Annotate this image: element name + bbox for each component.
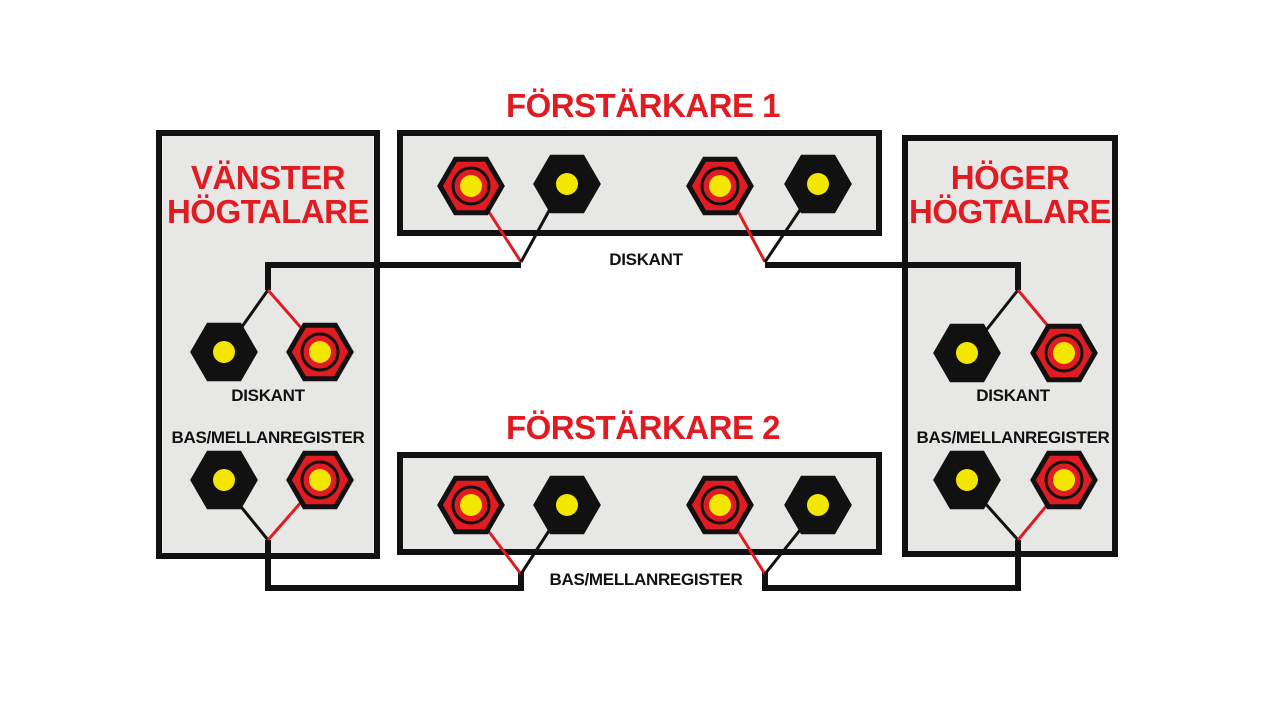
amp2-right-positive-terminal	[686, 475, 754, 535]
amp2-right-negative-terminal	[784, 475, 852, 535]
amp2-left-negative-terminal-center	[556, 494, 578, 516]
left-speaker-title-line2: HÖGTALARE	[167, 193, 369, 230]
left-woofer-label: BAS/MELLANREGISTER	[172, 428, 365, 447]
amp2-right-positive-terminal-center	[709, 494, 731, 516]
right-woofer-positive-terminal-center	[1053, 469, 1075, 491]
left-tweeter-label: DISKANT	[231, 386, 305, 405]
amp1-left-positive-terminal-center	[460, 175, 482, 197]
left-woofer-wire	[265, 540, 524, 591]
right-tweeter-wire	[765, 262, 1021, 290]
left-tweeter-wire	[265, 262, 521, 290]
amp1-right-positive-terminal	[686, 156, 754, 216]
left-woofer-negative-terminal	[190, 450, 258, 510]
right-tweeter-positive-terminal-center	[1053, 342, 1075, 364]
amp2-right-negative-terminal-center	[807, 494, 829, 516]
amp1-right-positive-terminal-center	[709, 175, 731, 197]
amplifier-1-channel-label: DISKANT	[609, 250, 683, 269]
right-woofer-positive-terminal	[1030, 450, 1098, 510]
amp1-right-negative-terminal	[784, 154, 852, 214]
amplifier-1-title: FÖRSTÄRKARE 1	[506, 87, 780, 124]
terminals	[190, 154, 1098, 535]
right-woofer-label: BAS/MELLANREGISTER	[917, 428, 1110, 447]
amplifier-2-title: FÖRSTÄRKARE 2	[506, 409, 780, 446]
left-tweeter-negative-terminal-center	[213, 341, 235, 363]
amp1-left-positive-terminal	[437, 156, 505, 216]
left-speaker-title-line1: VÄNSTER	[191, 159, 346, 196]
right-woofer-wire	[762, 540, 1021, 591]
left-tweeter-negative-terminal	[190, 322, 258, 382]
right-woofer-negative-terminal-center	[956, 469, 978, 491]
amplifier-2-channel-label: BAS/MELLANREGISTER	[550, 570, 743, 589]
left-woofer-negative-terminal-center	[213, 469, 235, 491]
right-speaker-title-line1: HÖGER	[951, 159, 1070, 196]
amp2-left-positive-terminal-center	[460, 494, 482, 516]
amp1-left-negative-terminal-center	[556, 173, 578, 195]
left-woofer-positive-terminal-center	[309, 469, 331, 491]
amp2-left-negative-terminal	[533, 475, 601, 535]
amp1-left-negative-terminal	[533, 154, 601, 214]
left-tweeter-positive-terminal	[286, 322, 354, 382]
amp1-right-negative-terminal-center	[807, 173, 829, 195]
left-woofer-positive-terminal	[286, 450, 354, 510]
amp2-left-positive-terminal	[437, 475, 505, 535]
right-tweeter-positive-terminal	[1030, 323, 1098, 383]
right-tweeter-label: DISKANT	[976, 386, 1050, 405]
right-tweeter-negative-terminal	[933, 323, 1001, 383]
right-speaker-title-line2: HÖGTALARE	[909, 193, 1111, 230]
right-woofer-negative-terminal	[933, 450, 1001, 510]
left-tweeter-positive-terminal-center	[309, 341, 331, 363]
right-tweeter-negative-terminal-center	[956, 342, 978, 364]
